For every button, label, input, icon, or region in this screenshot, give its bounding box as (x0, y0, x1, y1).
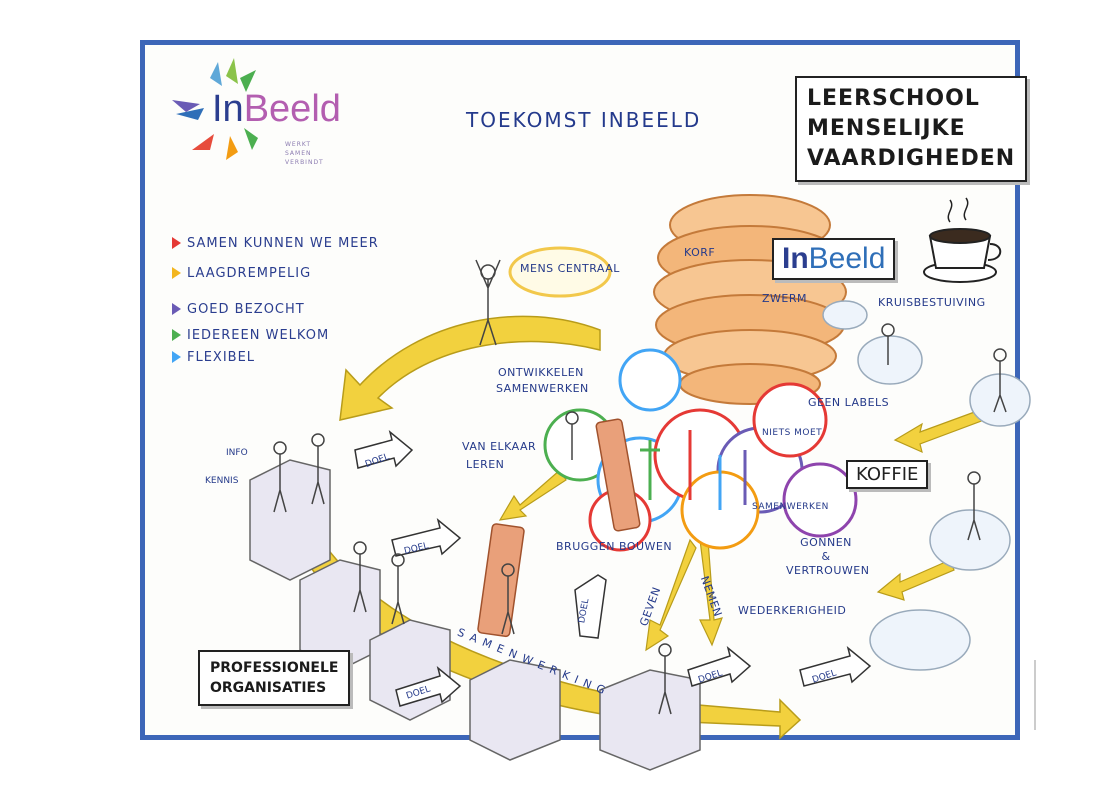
label-bruggen-bouwen: BRUGGEN BOUWEN (556, 540, 673, 553)
legend-label: LAAGDREMPELIG (187, 265, 312, 281)
red-triangle-icon (172, 237, 181, 249)
legend-item: IEDEREEN WELKOM (172, 324, 379, 346)
legend-item: GOED BEZOCHT (172, 298, 379, 320)
blue-triangle-icon (172, 351, 181, 363)
label-info: INFO (226, 448, 248, 458)
label-van-elkaar: VAN ELKAAR (462, 440, 537, 453)
purple-triangle-icon (172, 303, 181, 315)
label-leren: LEREN (466, 458, 505, 471)
legend-item: FLEXIBEL (172, 346, 379, 368)
label-samenwerken: SAMENWERKEN (496, 382, 589, 395)
label-vertrouwen: VERTROUWEN (786, 564, 870, 577)
label-amp: & (821, 550, 831, 563)
label-mens-centraal: MENS CENTRAAL (520, 262, 620, 275)
doel-arrows (354, 429, 872, 707)
page-title: TOEKOMST INBEELD (466, 108, 702, 132)
label-gonnen: GONNEN (800, 536, 852, 549)
legend-item: SAMEN KUNNEN WE MEER (172, 232, 379, 254)
label-kennis: KENNIS (205, 476, 239, 486)
legend-label: IEDEREEN WELKOM (187, 327, 330, 343)
leerschool-line-1: LEERSCHOOL (807, 86, 980, 111)
label-zwerm: ZWERM (762, 292, 807, 305)
hive-sign-beeld: Beeld (808, 242, 886, 275)
leerschool-line-2: MENSELIJKE (807, 116, 966, 141)
coffee-cup-icon (923, 197, 1002, 283)
hive-sign-in: In (782, 242, 809, 275)
org-line-1: PROFESSIONELE (210, 660, 339, 676)
mens-centraal-circle (508, 246, 612, 298)
logo-beeld: Beeld (243, 88, 341, 130)
label-kruisbestuiving: KRUISBESTUIVING (878, 296, 986, 309)
beehive-icon (653, 194, 847, 405)
people-figures (273, 259, 1007, 715)
logo-sub-1: WERKT (285, 141, 312, 148)
org-line-2: ORGANISATIES (210, 680, 327, 696)
logo-sub-2: SAMEN (285, 150, 312, 157)
koffie-box: KOFFIE (846, 460, 929, 489)
logo-subtitle: WERKT SAMEN VERBINDT (285, 140, 324, 167)
label-samenwerken-2: SAMENWERKEN (752, 502, 829, 512)
side-bubbles (822, 300, 1031, 671)
leerschool-line-3: VAARDIGHEDEN (807, 146, 1016, 171)
label-ontwikkelen: ONTWIKKELEN (498, 366, 584, 379)
hive-sign: InBeeld (772, 238, 896, 280)
leerschool-box: LEERSCHOOL MENSELIJKE VAARDIGHEDEN (795, 76, 1028, 182)
bridge-plank (477, 418, 641, 638)
cloud-gonnen-vertrouwen: GONNEN & VERTROUWEN (786, 536, 870, 578)
legend-label: GOED BEZOCHT (187, 301, 305, 317)
people-figures-colored (640, 430, 747, 510)
staircase-blocks (249, 459, 701, 771)
yellow-triangle-icon (172, 267, 181, 279)
logo-arrows-icon (172, 58, 258, 160)
label-wederkerigheid: WEDERKERIGHEID (738, 604, 847, 617)
organisaties-box: PROFESSIONELE ORGANISATIES (198, 650, 351, 706)
flow-arrow-top (339, 315, 601, 421)
label-korf: KORF (684, 246, 716, 259)
arrow-geven (645, 538, 723, 652)
logo-wordmark: InBeeld (212, 88, 341, 131)
values-legend: SAMEN KUNNEN WE MEER LAAGDREMPELIG GOED … (172, 232, 379, 368)
logo-sub-3: VERBINDT (285, 159, 324, 166)
label-geen-labels: GEEN LABELS (808, 396, 890, 409)
legend-item: LAAGDREMPELIG (172, 262, 379, 284)
label-niets-moet: NIETS MOET (762, 428, 823, 438)
logo-in: In (212, 88, 244, 130)
legend-label: SAMEN KUNNEN WE MEER (187, 235, 379, 251)
green-triangle-icon (172, 329, 181, 341)
legend-label: FLEXIBEL (187, 349, 256, 365)
